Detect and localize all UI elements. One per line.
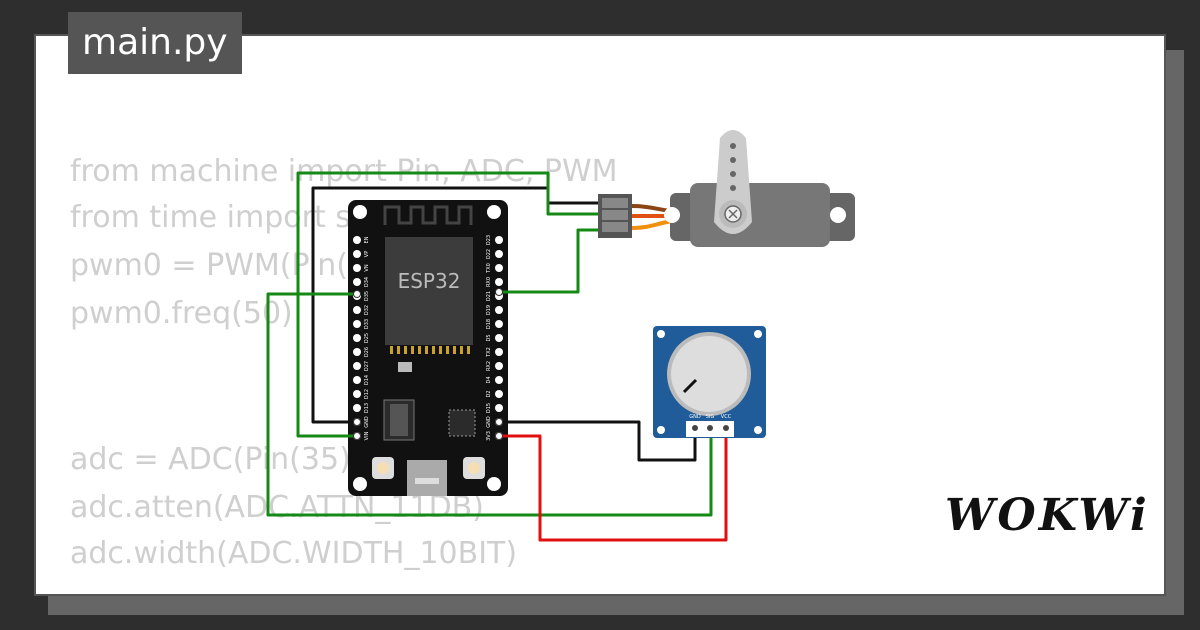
esp32-pin-label: GND bbox=[486, 416, 492, 428]
esp32-pin-label: D34 bbox=[364, 277, 370, 287]
preview-card: from machine import Pin, ADC, PWM from t… bbox=[34, 34, 1166, 596]
antenna-trace bbox=[383, 205, 473, 225]
code-line-3: pwm0 = PWM(Pin(2 bbox=[70, 248, 368, 283]
esp32-pin-label: VP bbox=[364, 251, 370, 257]
esp32-pin-label: D32 bbox=[364, 305, 370, 315]
servo-motor[interactable] bbox=[598, 130, 855, 247]
esp32-pin-label: VN bbox=[364, 264, 370, 271]
mount-hole bbox=[353, 477, 367, 491]
esp32-pin-label: EN bbox=[364, 236, 370, 243]
esp32-pin-label: D18 bbox=[486, 319, 492, 329]
esp32-board[interactable]: ESP32 ENVPVND34D35D32D33D25D26D27D14D12D… bbox=[348, 200, 508, 496]
pot-pin-gnd-label: GND bbox=[689, 414, 701, 420]
mount-hole bbox=[353, 205, 367, 219]
esp32-pin-label: D5 bbox=[486, 334, 492, 341]
esp32-pin-label: TX0 bbox=[486, 263, 492, 274]
esp32-pin-label: D2 bbox=[486, 390, 492, 397]
esp32-pin-label: D22 bbox=[486, 249, 492, 259]
file-tab[interactable]: main.py bbox=[68, 12, 242, 74]
esp32-pin-label: D19 bbox=[486, 305, 492, 315]
wire-servo-pwm bbox=[296, 171, 602, 438]
esp32-pin-label: D21 bbox=[486, 291, 492, 301]
esp32-pin-label: D14 bbox=[364, 375, 370, 385]
esp32-pin-label: D26 bbox=[364, 347, 370, 357]
wire-pot-vcc bbox=[499, 428, 728, 542]
esp32-label: ESP32 bbox=[398, 269, 461, 293]
esp32-pin-label: D33 bbox=[364, 319, 370, 329]
esp32-pin-label: RX2 bbox=[486, 361, 492, 371]
esp32-pin-label: D13 bbox=[364, 403, 370, 413]
esp32-pin-label: D23 bbox=[486, 235, 492, 245]
esp32-module bbox=[385, 237, 473, 345]
servo-case bbox=[690, 183, 830, 247]
module-pads bbox=[390, 346, 470, 354]
esp32-pin-label: VIN bbox=[364, 431, 370, 440]
pot-pin-sig-label: SIG bbox=[706, 414, 715, 420]
esp32-pin-label: 3V3 bbox=[486, 431, 492, 441]
mount-hole bbox=[487, 205, 501, 219]
usb-chip bbox=[448, 409, 476, 437]
wire-endpoints bbox=[353, 288, 503, 440]
esp32-pin-label: D4 bbox=[486, 376, 492, 383]
esp32-pins bbox=[353, 236, 503, 440]
esp32-pin-label: D35 bbox=[364, 291, 370, 301]
wire-servo-vcc bbox=[499, 228, 602, 294]
wire-pot-gnd bbox=[499, 420, 697, 462]
code-line-7: adc = ADC(Pin(35)) bbox=[70, 442, 363, 477]
esp32-pin-label: TX2 bbox=[486, 347, 492, 358]
code-line-9: adc.width(ADC.WIDTH_10BIT) bbox=[70, 536, 518, 571]
wires bbox=[266, 171, 728, 542]
esp32-pin-label: GND bbox=[364, 416, 370, 428]
wire-servo-gnd bbox=[311, 186, 602, 424]
wokwi-logo: WOKWi bbox=[945, 490, 1150, 541]
esp32-pin-label: D27 bbox=[364, 361, 370, 371]
led bbox=[398, 362, 412, 372]
mount-hole bbox=[487, 477, 501, 491]
esp32-pin-label: RX0 bbox=[486, 277, 492, 287]
pot-pin-vcc-label: VCC bbox=[721, 414, 732, 420]
pot-knob bbox=[671, 336, 747, 412]
wire-pot-signal bbox=[266, 292, 713, 517]
esp32-pin-label: D12 bbox=[364, 389, 370, 399]
potentiometer[interactable]: GND SIG VCC bbox=[653, 326, 766, 438]
code-line-4: pwm0.freq(50) bbox=[70, 296, 293, 331]
esp32-pin-label: D25 bbox=[364, 333, 370, 343]
esp32-pin-label: D15 bbox=[486, 403, 492, 413]
pot-knob-indicator bbox=[682, 378, 698, 394]
